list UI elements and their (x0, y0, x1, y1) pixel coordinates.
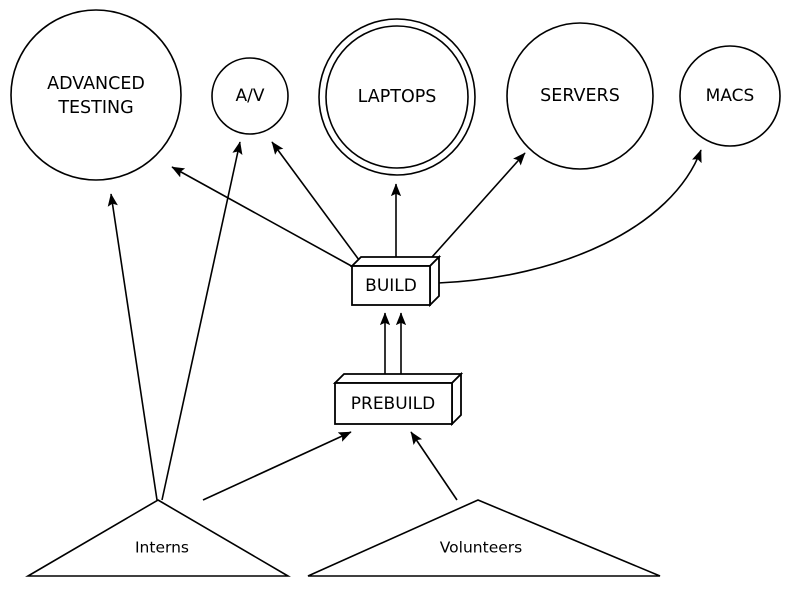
av-circle[interactable] (211, 57, 289, 135)
laptops-label: LAPTOPS (358, 87, 437, 107)
node-laptops[interactable]: LAPTOPS (318, 18, 476, 176)
node-servers[interactable]: SERVERS (506, 22, 654, 170)
edge-build-to-av (271, 141, 363, 265)
advanced-testing-circle[interactable] (10, 9, 182, 181)
interns-label: Interns (135, 539, 189, 557)
edge-build-to-advanced-testing (171, 166, 356, 269)
macs-circle[interactable] (679, 45, 781, 147)
node-prebuild[interactable]: PREBUILD (332, 371, 464, 427)
servers-label: SERVERS (540, 86, 620, 106)
build-box-top-face (349, 256, 442, 267)
prebuild-box-top-face (332, 373, 464, 384)
volunteers-label: Volunteers (440, 539, 522, 557)
edges-layer (107, 141, 702, 501)
edge-build-to-servers (423, 152, 526, 267)
volunteers-triangle[interactable] (307, 499, 661, 577)
prebuild-box-front-face[interactable] (334, 382, 453, 425)
node-advanced-testing[interactable]: ADVANCED TESTING (10, 9, 182, 181)
prebuild-label: PREBUILD (351, 394, 436, 414)
build-label: BUILD (365, 276, 417, 296)
macs-label: MACS (706, 86, 755, 106)
advanced-testing-label-line2: TESTING (57, 98, 133, 118)
advanced-testing-label-line1: ADVANCED (47, 74, 145, 94)
build-box-front-face[interactable] (351, 265, 431, 306)
edge-interns-to-prebuild (202, 431, 352, 501)
edge-build-to-macs (437, 149, 702, 284)
node-av[interactable]: A/V (211, 57, 289, 135)
edge-interns-to-advanced-testing (107, 193, 158, 501)
build-box-right-face (429, 254, 440, 308)
node-macs[interactable]: MACS (679, 45, 781, 147)
servers-circle[interactable] (506, 22, 654, 170)
edge-volunteers-to-prebuild (410, 431, 458, 501)
interns-triangle[interactable] (25, 499, 291, 577)
av-label: A/V (236, 86, 265, 106)
node-volunteers[interactable]: Volunteers (307, 499, 661, 577)
node-build[interactable]: BUILD (349, 254, 442, 308)
edge-interns-to-av (161, 141, 243, 501)
laptops-inner-circle[interactable] (325, 25, 469, 169)
node-interns[interactable]: Interns (25, 499, 291, 577)
prebuild-box-right-face (451, 371, 462, 427)
